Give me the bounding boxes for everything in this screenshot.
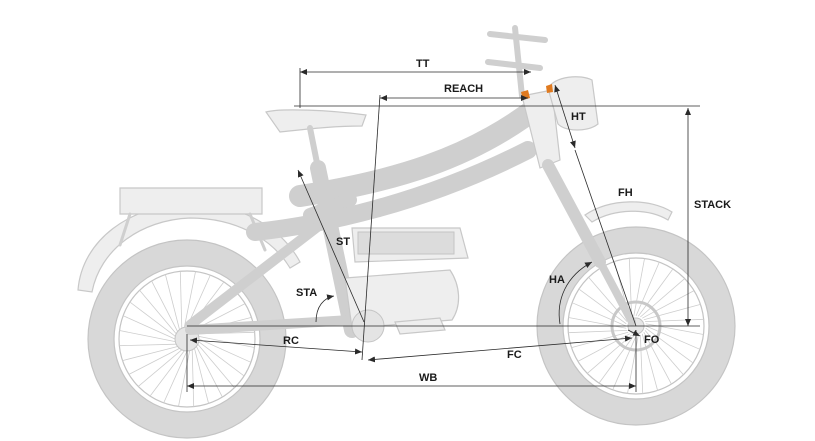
rear-fender — [77, 202, 301, 293]
wheel-spoke — [568, 329, 628, 334]
wheel-spoke — [163, 350, 188, 404]
orange-accent-2 — [546, 84, 553, 93]
label-ha: HA — [549, 274, 565, 286]
wheel-spoke — [568, 317, 627, 329]
wheel-spoke — [627, 335, 639, 394]
label-fc: FC — [507, 349, 522, 361]
wheel-spoke — [635, 261, 660, 317]
wheel-spoke — [588, 277, 628, 322]
ha-arc — [558, 261, 593, 325]
label-rc: RC — [283, 335, 299, 347]
label-ht: HT — [571, 111, 586, 123]
wheel-spoke — [612, 335, 637, 391]
label-tt: TT — [416, 58, 430, 70]
wheel-spoke — [643, 304, 701, 321]
wheel-spoke — [191, 349, 195, 407]
wheel-spoke — [644, 330, 684, 375]
label-wb: WB — [419, 372, 437, 384]
wheel-spoke — [151, 280, 178, 332]
sta-arc — [315, 294, 335, 323]
wheel-spoke — [119, 330, 176, 343]
wheel-spoke — [645, 325, 701, 350]
wheel-spoke — [139, 290, 177, 335]
wheel-spoke — [642, 290, 695, 319]
wheel-spoke — [198, 341, 245, 377]
wheel-spoke — [128, 348, 180, 375]
wheel-spoke — [578, 288, 627, 325]
wheel-spoke — [178, 350, 191, 407]
battery-panel — [357, 231, 455, 255]
wheel-spoke — [641, 333, 658, 391]
wheel-spoke — [633, 258, 645, 317]
wheel-spoke — [183, 271, 196, 328]
wheel-spoke — [198, 335, 255, 348]
seat-axis-line — [361, 94, 381, 361]
wheel-spoke — [637, 268, 674, 317]
label-fo: FO — [644, 334, 660, 346]
seat — [265, 109, 367, 171]
label-stack: STACK — [694, 199, 731, 211]
wheel-spoke — [628, 258, 633, 318]
label-fh: FH — [618, 187, 633, 199]
wheel-spoke — [571, 302, 627, 327]
frame — [185, 89, 636, 338]
front-fender — [584, 201, 673, 223]
dimension-labels: TT REACH HT STACK FH ST STA HA RC FC FO … — [283, 58, 731, 384]
rear-rack — [118, 187, 267, 252]
wheel-spoke — [122, 346, 178, 361]
bike-illustration — [77, 25, 736, 439]
label-reach: REACH — [444, 83, 483, 95]
rc-dimension-line — [189, 337, 363, 355]
wheel-spoke — [197, 343, 235, 388]
wheel-spoke — [645, 327, 694, 364]
st-dimension-line — [297, 169, 365, 323]
wheel-spoke — [179, 271, 183, 329]
wheel-spoke — [577, 333, 630, 362]
ht-dimension-line — [554, 84, 576, 149]
wheel-spoke — [644, 318, 704, 323]
wheel-spoke — [643, 332, 672, 385]
dimension-lines — [186, 68, 700, 392]
wheel-spoke — [119, 343, 177, 347]
handlebar — [485, 25, 548, 99]
wheel-spoke — [149, 350, 185, 397]
wheel-spoke — [639, 334, 644, 394]
wheel-spoke — [138, 349, 183, 387]
label-st: ST — [336, 236, 350, 248]
wheel-spoke — [129, 301, 176, 337]
fh-dimension-line — [574, 149, 637, 327]
fc-dimension-line — [367, 335, 633, 363]
wheel-spoke — [194, 348, 209, 404]
wheel-spoke — [598, 335, 635, 384]
wheel-spoke — [640, 278, 685, 318]
wheel-spoke — [165, 274, 180, 330]
fo-dimension-line — [627, 329, 641, 337]
wheel-spoke — [645, 323, 704, 335]
wheel-spoke — [122, 315, 176, 340]
label-sta: STA — [296, 287, 317, 299]
